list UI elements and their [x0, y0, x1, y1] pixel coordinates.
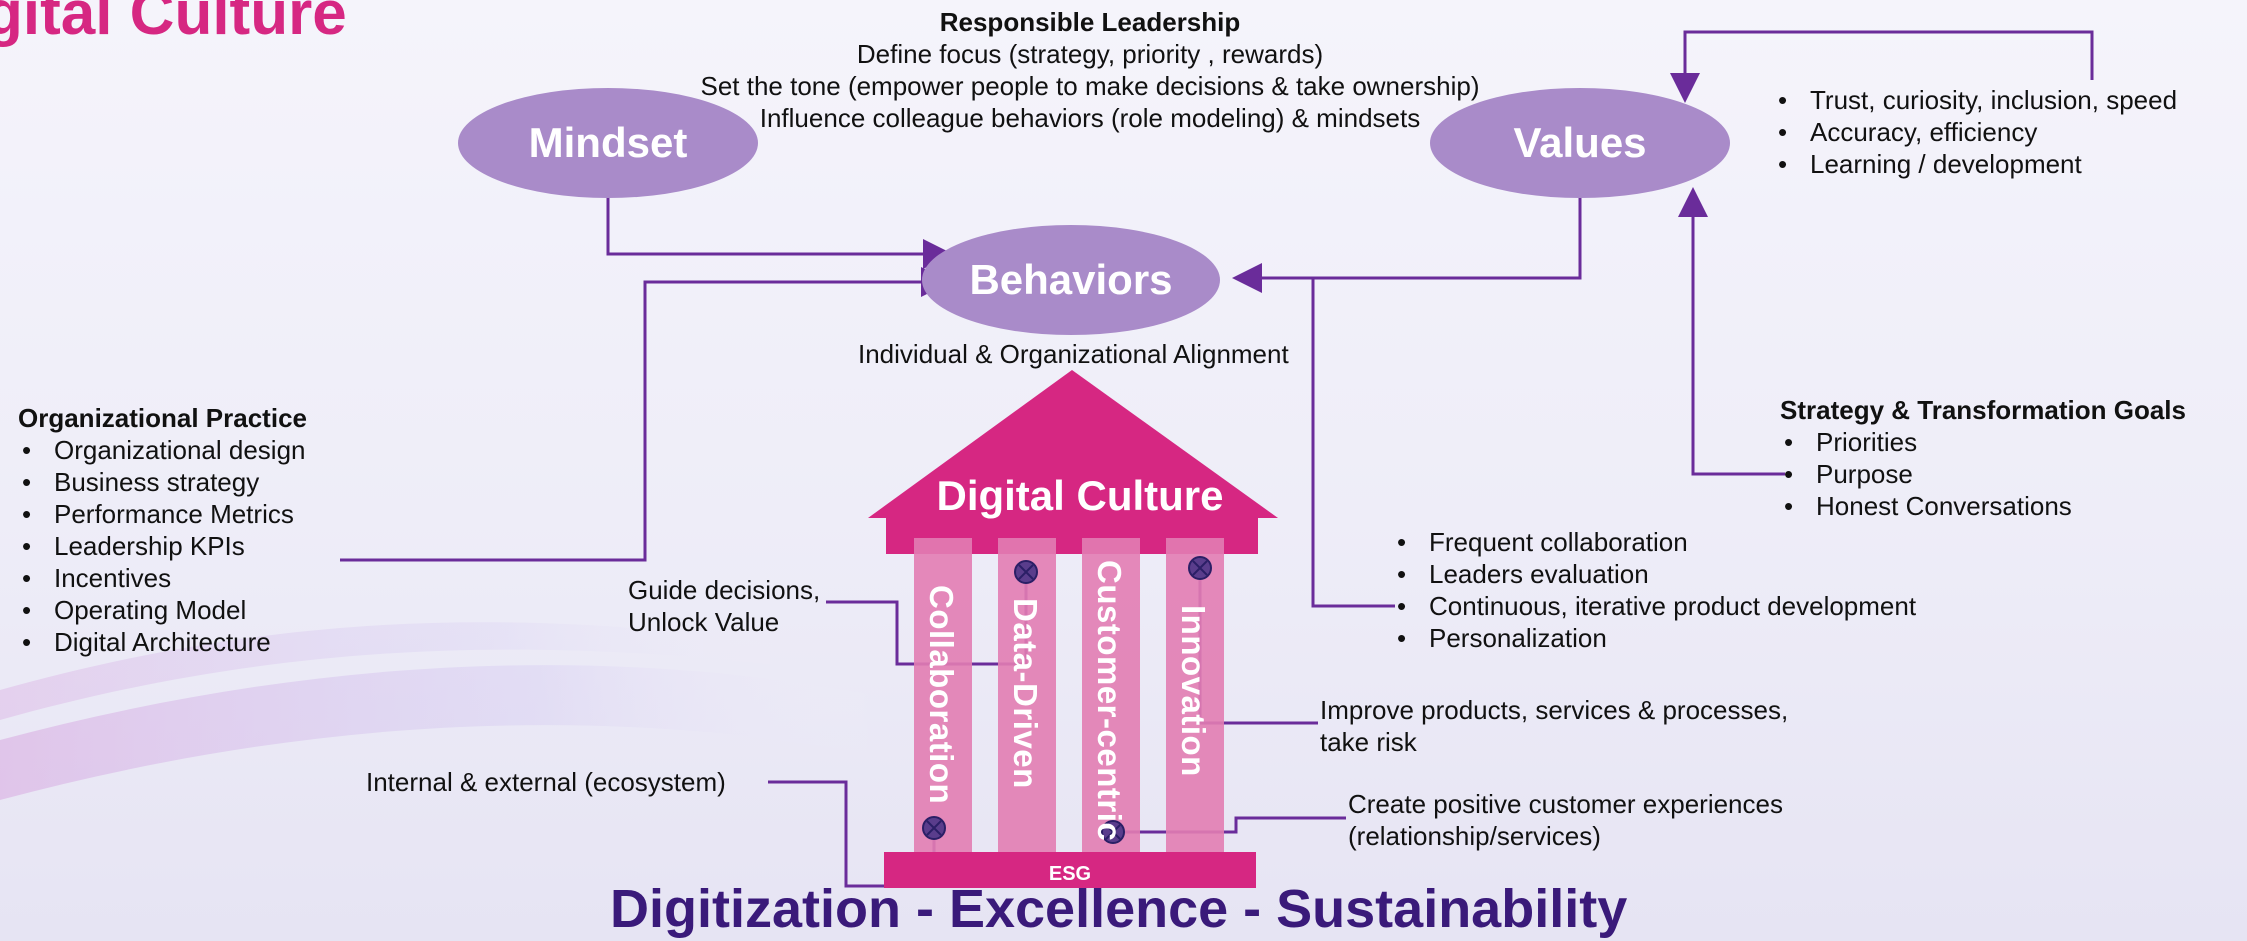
create-annotation: Create positive customer experiences (re…	[1348, 788, 1783, 852]
behaviors-list: Frequent collaboration Leaders evaluatio…	[1393, 526, 1916, 654]
values-label: Values	[1513, 119, 1647, 166]
knob-icon	[1188, 556, 1212, 580]
org-practice-item: Organizational design	[18, 434, 307, 466]
responsible-leadership-block: Responsible Leadership Define focus (str…	[650, 6, 1530, 134]
bottom-title: Digitization - Excellence - Sustainabili…	[610, 879, 1628, 939]
pillar-label-data-driven: Data-Driven	[1007, 598, 1044, 789]
behaviors-item: Personalization	[1393, 622, 1916, 654]
strategy-goals-block: Strategy & Transformation Goals Prioriti…	[1780, 394, 2186, 522]
values-item: Trust, curiosity, inclusion, speed	[1774, 84, 2177, 116]
leadership-line-2: Set the tone (empower people to make dec…	[700, 71, 1480, 101]
behaviors-ellipse: Behaviors	[922, 225, 1220, 335]
create-line-1: Create positive customer experiences	[1348, 789, 1783, 819]
behaviors-item: Leaders evaluation	[1393, 558, 1916, 590]
pillar-innovation	[1166, 538, 1224, 852]
values-item: Learning / development	[1774, 148, 2177, 180]
values-item: Accuracy, efficiency	[1774, 116, 2177, 148]
pillar-customer-centric	[1082, 538, 1140, 852]
create-line-2: (relationship/services)	[1348, 821, 1601, 851]
org-practice-list: Organizational design Business strategy …	[18, 434, 307, 658]
strategy-goals-item: Priorities	[1780, 426, 2186, 458]
strategy-goals-item: Purpose	[1780, 458, 2186, 490]
pillar-label-customer-centric: Customer-centric	[1091, 560, 1128, 842]
org-practice-item: Business strategy	[18, 466, 307, 498]
internal-annotation: Internal & external (ecosystem)	[366, 767, 726, 797]
pillar-data-driven	[998, 538, 1056, 852]
improve-line-1: Improve products, services & processes,	[1320, 695, 1789, 725]
house-title: Digital Culture	[936, 472, 1224, 519]
strategy-goals-list: Priorities Purpose Honest Conversations	[1780, 426, 2186, 522]
house-roof	[868, 370, 1278, 518]
guide-line-1: Guide decisions,	[628, 575, 821, 605]
knob-icon	[1014, 560, 1038, 584]
knob-icon	[1101, 820, 1125, 844]
mindset-ellipse: Mindset	[458, 88, 758, 198]
strategy-goals-heading: Strategy & Transformation Goals	[1780, 395, 2186, 425]
behaviors-label: Behaviors	[969, 256, 1173, 303]
improve-annotation: Improve products, services & processes, …	[1320, 694, 1788, 758]
org-practice-item: Leadership KPIs	[18, 530, 307, 562]
pillar-collaboration	[914, 538, 972, 852]
strategy-goals-item: Honest Conversations	[1780, 490, 2186, 522]
leadership-line-1: Define focus (strategy, priority , rewar…	[856, 39, 1324, 69]
behaviors-item: Continuous, iterative product developmen…	[1393, 590, 1916, 622]
alignment-label: Individual & Organizational Alignment	[858, 339, 1289, 369]
org-practice-heading: Organizational Practice	[18, 403, 307, 433]
house-base-esg: ESG	[884, 852, 1256, 888]
org-practice-item: Digital Architecture	[18, 626, 307, 658]
values-list: Trust, curiosity, inclusion, speed Accur…	[1774, 84, 2177, 180]
org-practice-item: Operating Model	[18, 594, 307, 626]
org-practice-block: Organizational Practice Organizational d…	[18, 402, 307, 658]
pillar-label-innovation: Innovation	[1175, 605, 1212, 777]
page-title: gital Culture	[0, 0, 347, 48]
guide-line-2: Unlock Value	[628, 607, 780, 637]
guide-annotation: Guide decisions, Unlock Value	[628, 574, 820, 638]
behaviors-item: Frequent collaboration	[1393, 526, 1916, 558]
improve-line-2: take risk	[1320, 727, 1417, 757]
knob-icon	[922, 816, 946, 840]
pillar-label-collaboration: Collaboration	[923, 585, 960, 805]
values-ellipse: Values	[1430, 88, 1730, 198]
org-practice-item: Performance Metrics	[18, 498, 307, 530]
mindset-label: Mindset	[528, 119, 688, 166]
org-practice-item: Incentives	[18, 562, 307, 594]
leadership-heading: Responsible Leadership	[939, 7, 1241, 37]
leadership-line-3: Influence colleague behaviors (role mode…	[759, 103, 1421, 133]
